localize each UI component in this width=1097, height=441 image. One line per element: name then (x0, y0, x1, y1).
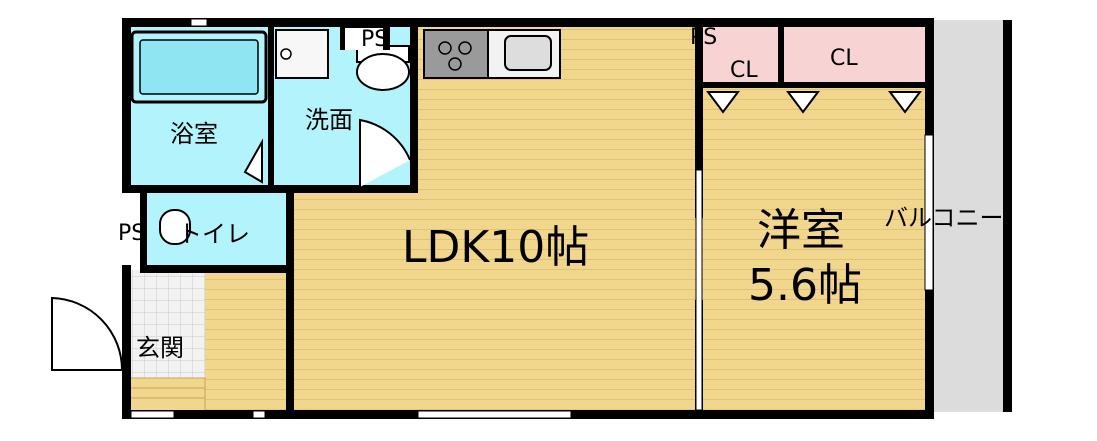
toilet-seat (159, 209, 191, 245)
balcony-sash (924, 134, 934, 291)
entrance-door-swing (51, 296, 123, 371)
bathtub-basin (139, 39, 259, 95)
burner-icon (438, 41, 452, 55)
ldk-label: LDK10帖 (402, 222, 589, 273)
western-room-size: 5.6帖 (748, 260, 862, 311)
washroom-label: 洗面 (305, 106, 353, 134)
closet-right-area (782, 22, 925, 85)
toilet-label: トイレ (178, 220, 250, 248)
ldk-floor (415, 22, 700, 412)
ps-label-top-right: PS (690, 25, 717, 50)
ps-label-top: PS (361, 27, 388, 52)
bath-door-marker (243, 138, 263, 184)
ldk-floor-lower (290, 190, 415, 412)
entrance-step (129, 377, 206, 413)
kitchen-sink (504, 35, 552, 71)
hall-floor (205, 270, 290, 412)
western-room-name: 洋室 (757, 205, 845, 256)
ps-label-left: PS (118, 221, 145, 246)
window (417, 410, 572, 419)
western-room-floor (700, 85, 925, 412)
closet-door-marker (786, 91, 820, 114)
window (252, 410, 266, 419)
closet-label-left: CL (730, 58, 758, 83)
stove-top (423, 29, 489, 79)
bath-label: 浴室 (170, 120, 218, 148)
closet-door-marker (888, 91, 922, 114)
closet-label-right: CL (830, 46, 858, 71)
closet-door-marker (706, 91, 740, 114)
entrance-label: 玄関 (136, 334, 184, 362)
closet-left-area (700, 22, 782, 85)
drain-icon (280, 48, 292, 60)
window (190, 18, 208, 27)
balcony-area (930, 20, 1010, 412)
toilet-bowl (356, 53, 410, 91)
entrance-tile (130, 270, 205, 378)
burner-icon (448, 57, 462, 71)
sliding-door (695, 169, 703, 411)
window (130, 410, 175, 419)
ps-shaft-top (345, 28, 383, 50)
washroom-door-swing (359, 118, 411, 187)
balcony-label: バルコニー (884, 204, 1004, 232)
balcony-rail (1003, 20, 1012, 412)
burner-icon (458, 41, 472, 55)
